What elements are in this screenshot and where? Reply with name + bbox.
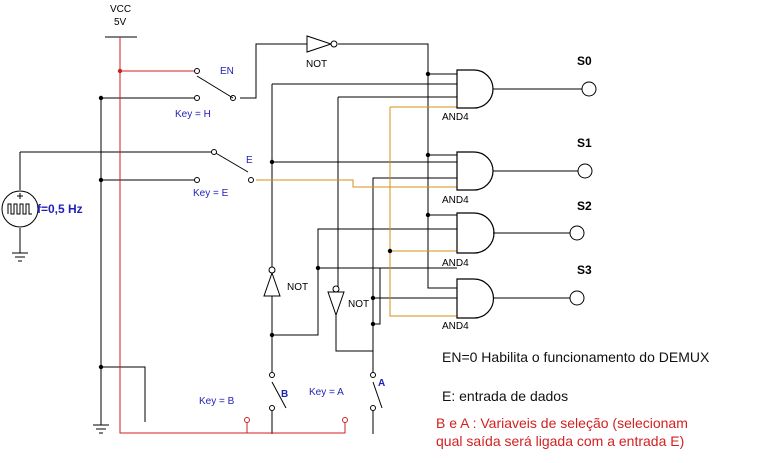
vcc-wires bbox=[119, 37, 346, 434]
switch-contacts bbox=[194, 68, 376, 411]
en-key-label: Key = H bbox=[175, 109, 211, 120]
en-switch-label: EN bbox=[220, 66, 234, 77]
a-key-label: Key = A bbox=[309, 387, 344, 398]
and-gate-s0 bbox=[456, 69, 494, 109]
vcc-voltage-label: 5V bbox=[114, 17, 127, 28]
e-switch-label: E bbox=[246, 155, 253, 166]
note-selection-line1: B e A : Variaveis de seleção (selecionam bbox=[436, 415, 688, 431]
not-gate-top bbox=[306, 35, 338, 53]
clock-source bbox=[1, 190, 39, 228]
output-label-s0: S0 bbox=[577, 54, 592, 68]
and-label-s1: AND4 bbox=[442, 195, 469, 206]
source-frequency-label: f=0,5 Hz bbox=[37, 202, 83, 216]
probe-s1 bbox=[577, 163, 593, 179]
b-key-label: Key = B bbox=[199, 396, 235, 407]
note-selection-line2: qual saída será ligada com a entrada E) bbox=[436, 433, 685, 449]
output-probes bbox=[569, 81, 597, 306]
not-top-label: NOT bbox=[306, 59, 327, 70]
and-label-s2: AND4 bbox=[442, 258, 469, 269]
probe-s0 bbox=[581, 81, 597, 97]
vcc-label: VCC bbox=[110, 4, 131, 15]
and-gate-s1 bbox=[456, 151, 494, 191]
not-a-label: NOT bbox=[348, 299, 369, 310]
and-label-s0: AND4 bbox=[442, 112, 469, 123]
a-switch-label: A bbox=[378, 378, 385, 389]
output-label-s1: S1 bbox=[577, 136, 592, 150]
and-gates bbox=[456, 69, 495, 319]
and-gate-s3 bbox=[456, 278, 495, 319]
switch-contacts-vcc bbox=[244, 417, 348, 423]
en-switch-blade[interactable] bbox=[196, 75, 234, 99]
black-wires bbox=[12, 36, 457, 434]
vcc-junction-dot bbox=[117, 68, 123, 74]
probe-s2 bbox=[569, 225, 585, 241]
output-wires bbox=[493, 88, 582, 299]
and-label-s3: AND4 bbox=[442, 321, 469, 332]
probe-s3 bbox=[569, 290, 585, 306]
e-key-label: Key = E bbox=[193, 188, 229, 199]
data-e-wires bbox=[256, 106, 457, 317]
b-switch-label: B bbox=[281, 389, 288, 400]
and-gate-s2 bbox=[456, 212, 495, 254]
output-label-s3: S3 bbox=[577, 263, 592, 277]
note-en: EN=0 Habilita o funcionamento do DEMUX bbox=[442, 349, 710, 365]
note-e: E: entrada de dados bbox=[442, 388, 569, 404]
not-gate-b bbox=[263, 266, 281, 297]
output-label-s2: S2 bbox=[577, 199, 592, 213]
not-gate-a bbox=[327, 285, 345, 317]
junction-dots bbox=[98, 71, 431, 370]
not-b-label: NOT bbox=[287, 282, 308, 293]
